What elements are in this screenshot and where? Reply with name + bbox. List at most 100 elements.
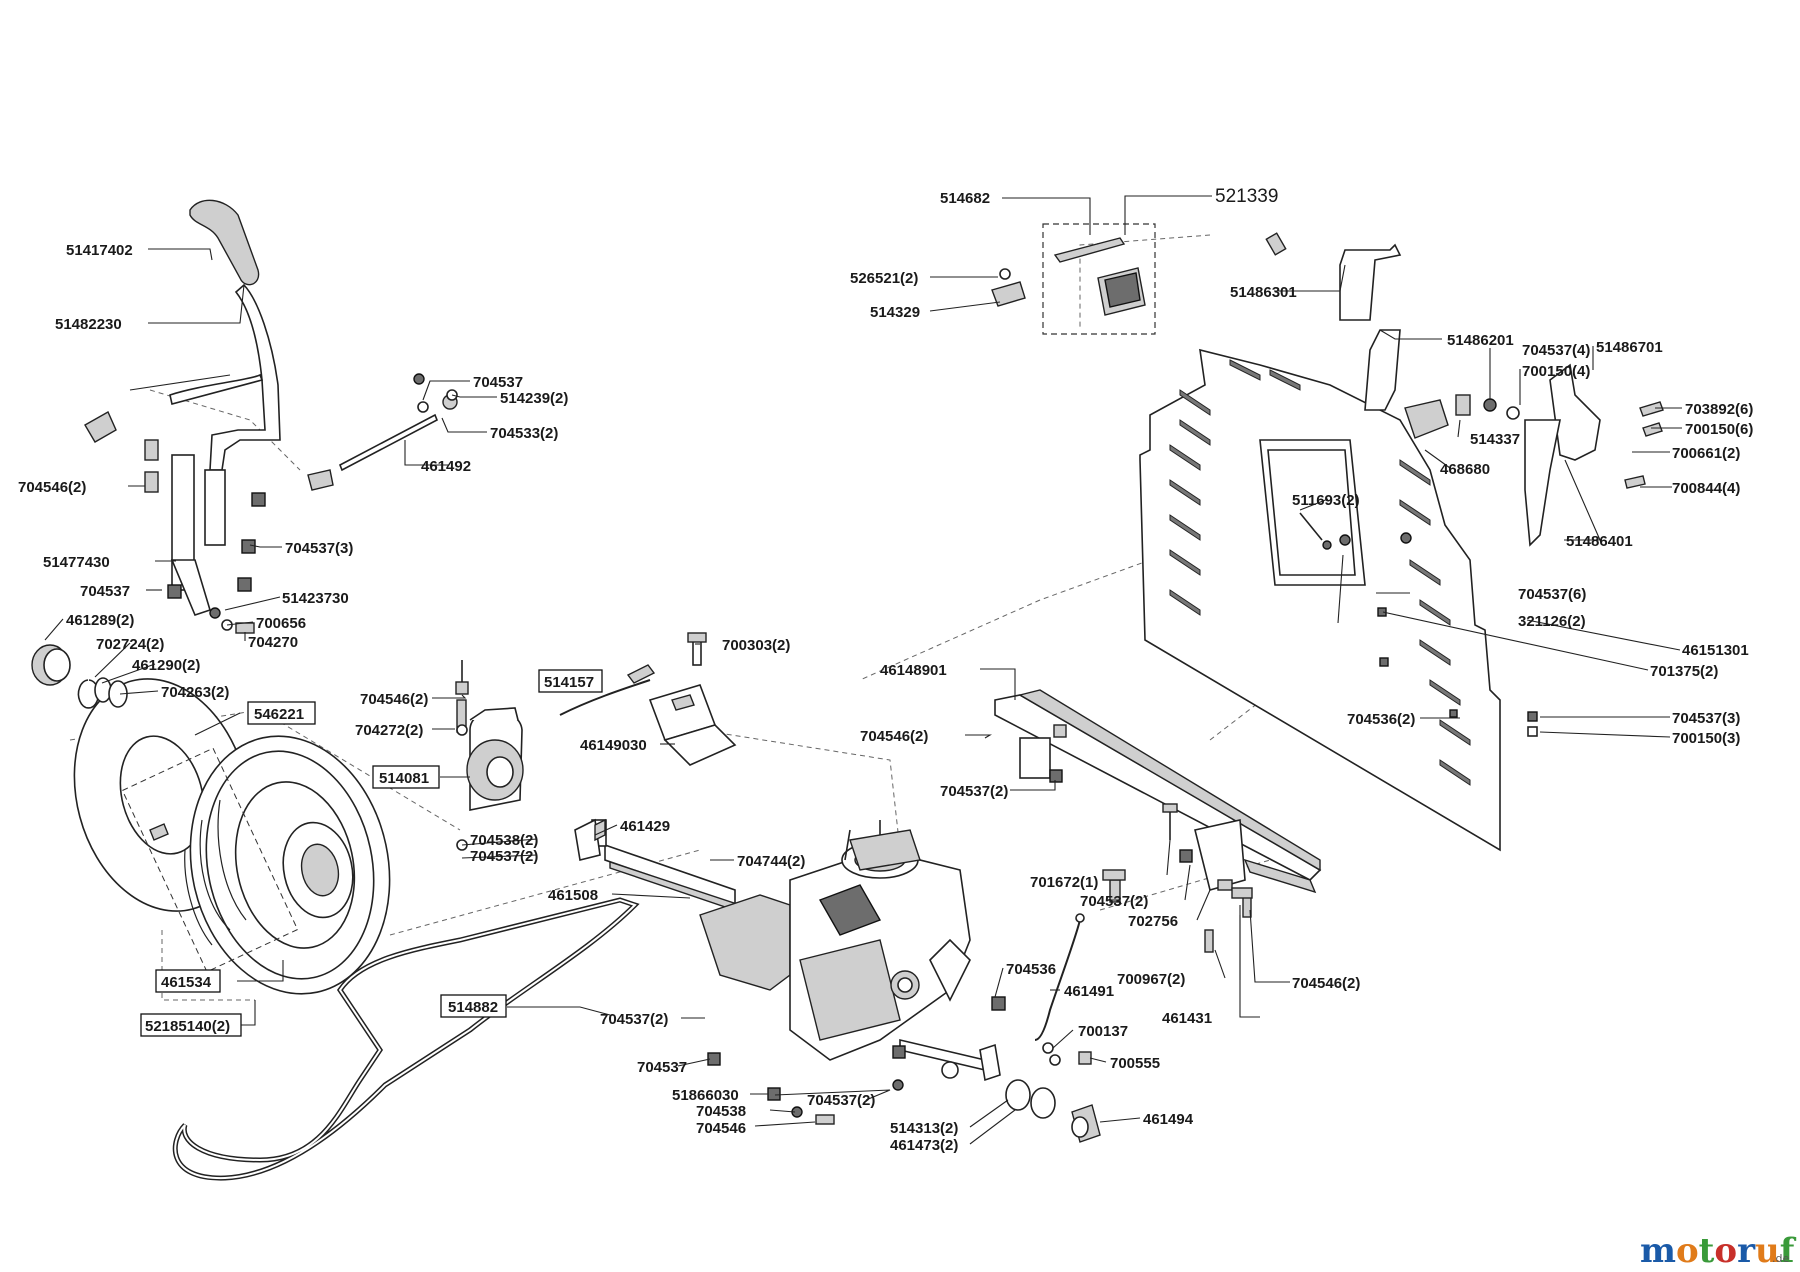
label-514882: 514882: [448, 999, 498, 1016]
label-700150-3: 700150(3): [1672, 730, 1740, 747]
label-704263-2: 704263(2): [161, 684, 229, 701]
label-700844-4: 700844(4): [1672, 480, 1740, 497]
label-704537-2-bottom: 704537(2): [807, 1092, 875, 1109]
watermark-logo: motoruf .de: [1640, 1231, 1797, 1271]
label-514157: 514157: [544, 674, 594, 691]
label-704546-2-lever: 704546(2): [18, 479, 86, 496]
watermark-brand: motoruf: [1640, 1231, 1797, 1271]
part-number-labels: 514682 521339 526521(2) 514329 51486301 …: [18, 186, 1753, 1154]
label-46148901: 46148901: [880, 662, 947, 679]
label-521339: 521339: [1215, 186, 1278, 207]
label-468680: 468680: [1440, 461, 1490, 478]
bearing-block-514081: [455, 660, 524, 851]
label-704537-6: 704537(6): [1518, 586, 1586, 603]
drive-lever-assembly: [84, 199, 334, 616]
label-702724-2: 702724(2): [96, 636, 164, 653]
tie-rod-461492: [338, 373, 458, 472]
label-700303-2: 700303(2): [722, 637, 790, 654]
rear-panel-46151301: [1139, 348, 1501, 852]
label-514081: 514081: [379, 770, 429, 787]
label-704536: 704536: [1006, 961, 1056, 978]
label-704536-2: 704536(2): [1347, 711, 1415, 728]
label-701375-2: 701375(2): [1650, 663, 1718, 680]
drive-belt-514882: [172, 897, 640, 1181]
label-704537-2-transaxle: 704537(2): [600, 1011, 668, 1028]
label-546221: 546221: [254, 706, 304, 723]
label-51482230: 51482230: [55, 316, 122, 333]
label-461491: 461491: [1064, 983, 1114, 1000]
label-514239-2: 514239(2): [500, 390, 568, 407]
label-704537-left: 704537: [80, 583, 130, 600]
wheel-rim-461534: [184, 735, 391, 995]
label-461431: 461431: [1162, 1010, 1212, 1027]
label-461494: 461494: [1143, 1111, 1194, 1128]
frame-bar-46148901: [994, 689, 1322, 894]
label-51423730: 51423730: [282, 590, 349, 607]
label-704537-3-right: 704537(3): [1672, 710, 1740, 727]
watermark-tld: .de: [1772, 1252, 1789, 1265]
label-704537-2-frame: 704537(2): [940, 783, 1008, 800]
label-700661-2: 700661(2): [1672, 445, 1740, 462]
label-704270: 704270: [248, 634, 298, 651]
label-514337: 514337: [1470, 431, 1520, 448]
label-461508: 461508: [548, 887, 598, 904]
small-panel-parts: [1404, 394, 1664, 489]
label-704538: 704538: [696, 1103, 746, 1120]
label-321126-2: 321126(2): [1518, 613, 1586, 630]
switch-group-521339: [991, 223, 1156, 335]
label-51486201: 51486201: [1447, 332, 1514, 349]
label-704537-bottom: 704537: [637, 1059, 687, 1076]
leader-lines: [44, 195, 1682, 1145]
label-700150-6: 700150(6): [1685, 421, 1753, 438]
label-526521: 526521(2): [850, 270, 918, 287]
label-461429: 461429: [620, 818, 670, 835]
label-700150-4: 700150(4): [1522, 363, 1590, 380]
label-51477430: 51477430: [43, 554, 110, 571]
label-700967-2: 700967(2): [1117, 971, 1185, 988]
label-46151301: 46151301: [1682, 642, 1749, 659]
label-461473-2: 461473(2): [890, 1137, 958, 1154]
label-46149030: 46149030: [580, 737, 647, 754]
label-704546-2-frame: 704546(2): [860, 728, 928, 745]
label-51486401: 51486401: [1566, 533, 1633, 550]
label-704744-2: 704744(2): [737, 853, 805, 870]
bracket-46149030: [559, 632, 737, 766]
label-704537-2-bearing: 704537(2): [470, 848, 538, 865]
label-704537-4: 704537(4): [1522, 342, 1590, 359]
label-704546-2-right: 704546(2): [1292, 975, 1360, 992]
label-51486301: 51486301: [1230, 284, 1297, 301]
label-514329: 514329: [870, 304, 920, 321]
fasteners: [707, 512, 1538, 1125]
label-461534: 461534: [161, 974, 212, 991]
spring-461491: [1034, 913, 1085, 1066]
label-703892-6: 703892(6): [1685, 401, 1753, 418]
label-704537-2-mid: 704537(2): [1080, 893, 1148, 910]
transaxle: [591, 819, 986, 1079]
label-704546-2-bearing: 704546(2): [360, 691, 428, 708]
label-704537-lever: 704537: [473, 374, 523, 391]
label-702756: 702756: [1128, 913, 1178, 930]
axle-parts-bottom: [979, 1043, 1101, 1143]
label-461289-2: 461289(2): [66, 612, 134, 629]
label-704537-3-lever: 704537(3): [285, 540, 353, 557]
label-51866030: 51866030: [672, 1087, 739, 1104]
label-461290-2: 461290(2): [132, 657, 200, 674]
label-514313-2: 514313(2): [890, 1120, 958, 1137]
label-51417402: 51417402: [66, 242, 133, 259]
label-461492: 461492: [421, 458, 471, 475]
label-704546: 704546: [696, 1120, 746, 1137]
label-51486701: 51486701: [1596, 339, 1663, 356]
label-514682: 514682: [940, 190, 990, 207]
label-700555: 700555: [1110, 1055, 1160, 1072]
lever-hardware: [144, 439, 266, 634]
label-704533-2: 704533(2): [490, 425, 558, 442]
label-700656: 700656: [256, 615, 306, 632]
brackets-514863: [1265, 232, 1601, 547]
label-511693-2: 511693(2): [1292, 492, 1360, 509]
boxed-label-frames: [140, 669, 603, 1037]
label-704272-2: 704272(2): [355, 722, 423, 739]
label-701672-1: 701672(1): [1030, 874, 1098, 891]
label-700137: 700137: [1078, 1023, 1128, 1040]
label-704538-2: 704538(2): [470, 832, 538, 849]
